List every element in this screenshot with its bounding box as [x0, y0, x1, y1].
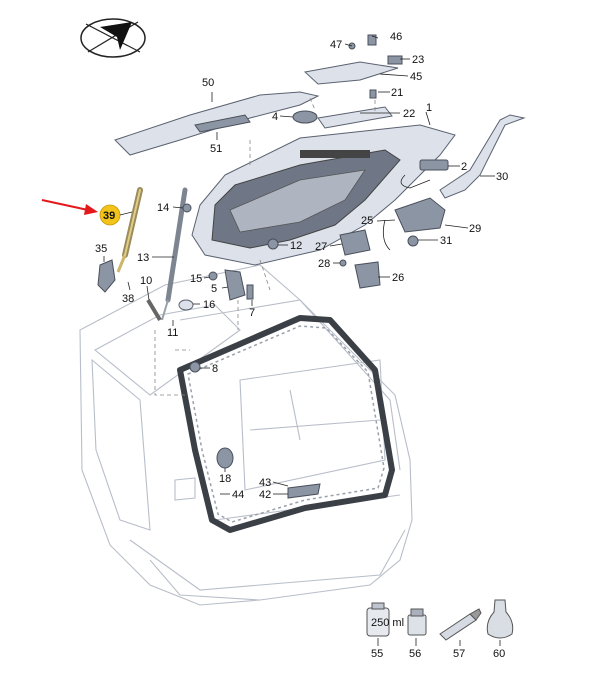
tailgate-panel [191, 124, 456, 266]
tailgate-seal [177, 315, 395, 533]
callout-22: 22 [403, 108, 415, 120]
gas-strut-13 [161, 187, 188, 321]
vehicle-body [79, 264, 413, 606]
wiper-arm [439, 114, 526, 199]
callout-10: 10 [140, 275, 152, 287]
buffer-12 [267, 238, 279, 250]
callout-60: 60 [493, 648, 505, 660]
leader-lines [103, 35, 501, 646]
adhesive-bottle-60 [486, 599, 514, 639]
orientation-icon [80, 18, 146, 58]
brake-light [194, 114, 251, 133]
callout-25: 25 [361, 215, 373, 227]
sealant-tube-57 [439, 608, 482, 641]
hinge-pin [146, 298, 162, 322]
callout-30: 30 [496, 171, 508, 183]
callout-7: 7 [249, 307, 255, 319]
callout-16: 16 [203, 299, 215, 311]
callout-56: 56 [409, 648, 421, 660]
callout-43: 43 [259, 477, 271, 489]
callout-45: 45 [410, 71, 422, 83]
callout-2: 2 [461, 161, 467, 173]
nut [369, 89, 377, 99]
bolt-28 [339, 259, 347, 267]
hinge [224, 269, 246, 301]
cover-panel [303, 61, 399, 85]
callout-12: 12 [290, 240, 302, 252]
ball-stud [182, 203, 192, 213]
callout-29: 29 [469, 223, 481, 235]
callout-5: 5 [211, 283, 217, 295]
callout-8: 8 [212, 363, 218, 375]
nut-31 [407, 235, 419, 247]
lock-striker [287, 483, 321, 499]
callout-38: 38 [122, 293, 134, 305]
lock-actuator [394, 197, 446, 233]
callout-46: 46 [390, 31, 402, 43]
callout-11: 11 [167, 327, 178, 339]
callout-13: 13 [137, 252, 149, 264]
callout-26: 26 [392, 272, 404, 284]
bolt-7 [246, 284, 254, 300]
hinge-bracket [97, 259, 116, 293]
callout-35: 35 [95, 243, 107, 255]
callout-15: 15 [190, 273, 202, 285]
callout-42: 42 [259, 489, 271, 501]
trim-strip [317, 106, 393, 129]
callout-55: 55 [371, 648, 383, 660]
handle-module [419, 159, 449, 171]
callout-14: 14 [157, 202, 169, 214]
highlight-arrow [41, 199, 98, 215]
bumper-18 [216, 447, 234, 469]
callout-44: 44 [232, 489, 244, 501]
gas-strut-39 [116, 187, 143, 273]
callout-labels: 47 46 23 45 50 21 4 22 1 51 2 30 39 14 2… [95, 31, 508, 660]
lock [339, 229, 371, 256]
bolt-15 [208, 271, 218, 281]
callout-51: 51 [210, 143, 222, 155]
callout-57: 57 [453, 648, 465, 660]
emblem [292, 110, 318, 124]
callout-23: 23 [412, 54, 424, 66]
callout-21: 21 [391, 87, 403, 99]
callout-50: 50 [202, 77, 214, 89]
callout-1: 1 [426, 102, 432, 114]
callout-4: 4 [272, 111, 278, 123]
striker [354, 261, 381, 289]
cap-16 [178, 299, 194, 311]
callout-18: 18 [219, 473, 231, 485]
grease-can-55: 250 ml [366, 602, 404, 637]
callout-47: 47 [330, 39, 342, 51]
callout-31: 31 [440, 235, 452, 247]
callout-27: 27 [315, 241, 327, 253]
callout-28: 28 [318, 258, 330, 270]
callout-39: 39 [103, 210, 115, 222]
container-label: 250 ml [371, 617, 404, 629]
clip [367, 34, 377, 46]
grommet-8 [189, 361, 201, 373]
grommet [387, 55, 403, 65]
cap-56 [407, 608, 427, 636]
